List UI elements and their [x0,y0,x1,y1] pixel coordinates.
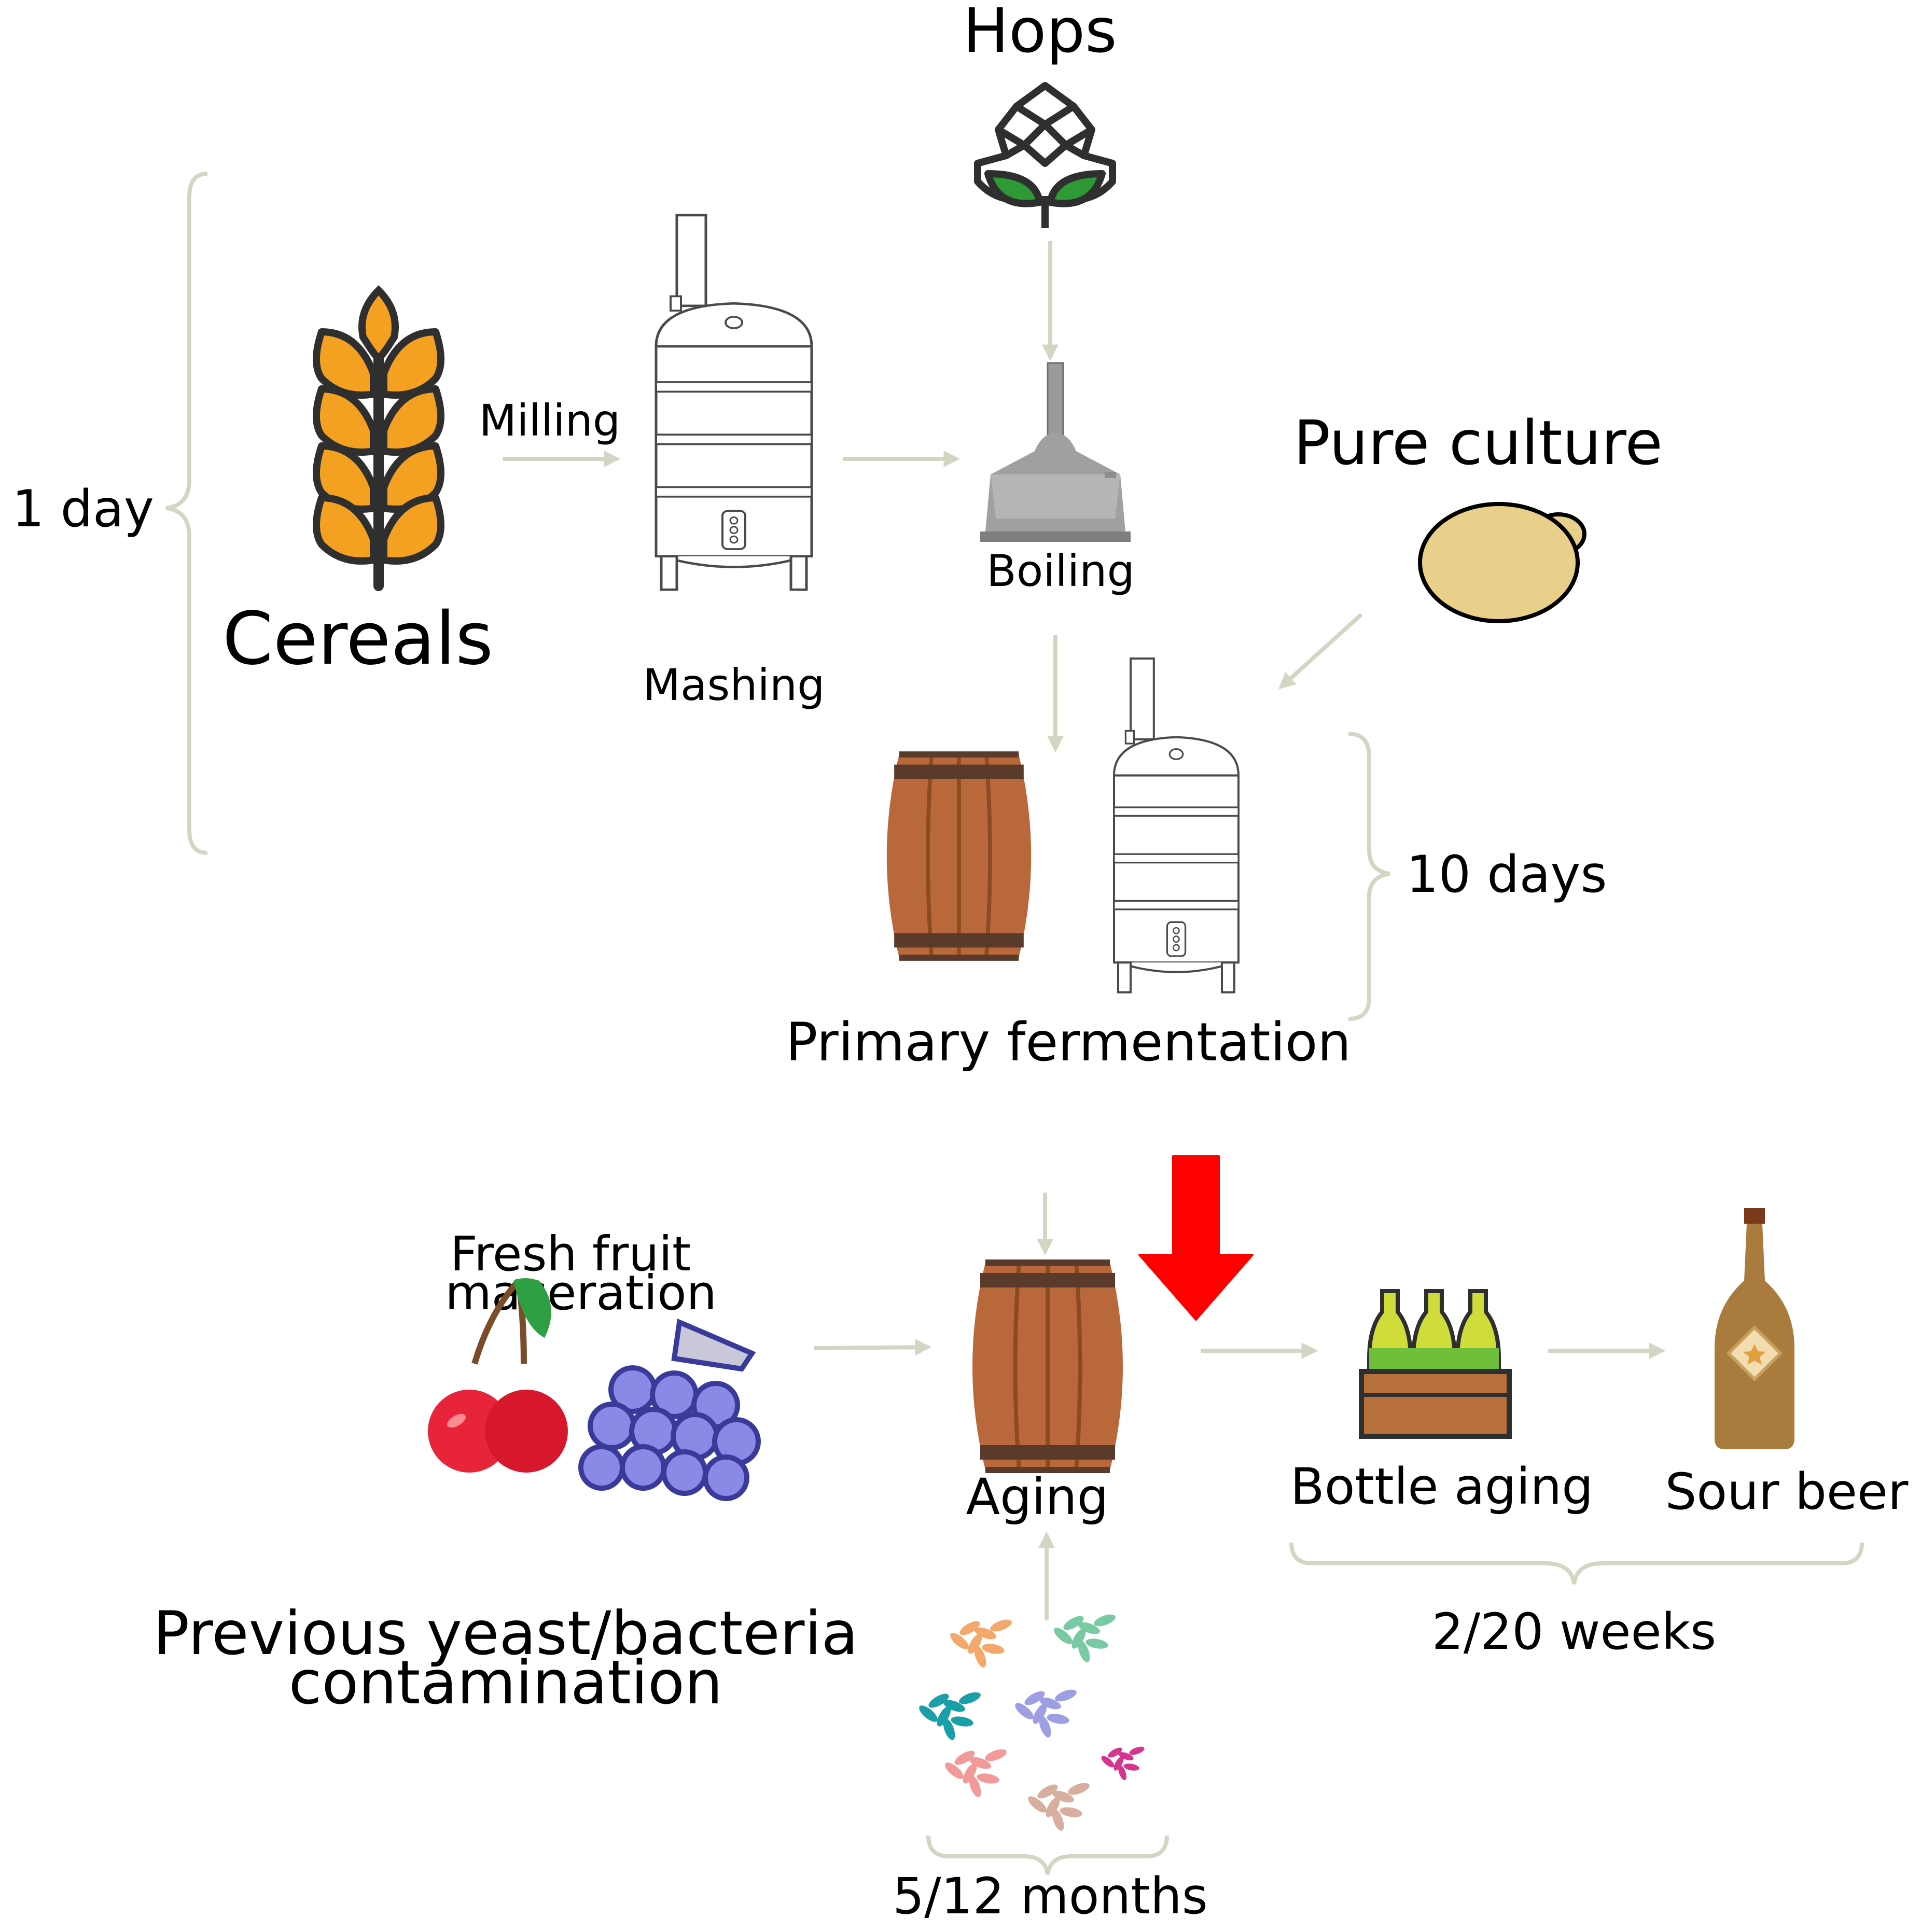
beer-crate-icon [1359,1289,1512,1439]
hop-cone-icon [974,82,1116,228]
ten-days-brace [1348,732,1390,1021]
two-twenty-weeks-brace [1289,1542,1864,1585]
primary-fermentation-label: Primary fermentation [786,1012,1351,1073]
red-down-arrow [1138,1155,1254,1321]
grapes-icon [578,1318,761,1501]
boiling-label: Boiling [986,545,1135,596]
fresh-fruit-label-line2: maceration [445,1265,717,1321]
hops-label: Hops [963,0,1117,66]
milling-label: Milling [479,395,620,446]
one-day-brace [165,172,208,855]
aging-label: Aging [966,1468,1108,1526]
brew-kettle-icon [980,362,1131,542]
bottle-aging-label: Bottle aging [1290,1458,1593,1516]
yeast-cell-icon [1418,502,1586,623]
microbe-cluster-icon [916,1612,1146,1832]
sour-beer-label: Sour beer [1665,1463,1909,1521]
microbe-green [1051,1612,1117,1664]
arrow-culture-to-fermentation [1278,613,1363,690]
cereals-label: Cereals [222,597,493,681]
ten-days-label: 10 days [1406,845,1607,904]
pure-culture-label: Pure culture [1293,407,1663,479]
microbe-taupe [1025,1781,1091,1832]
fresh-fruit-label-line1: Fresh fruit [450,1226,691,1282]
five-twelve-months-label: 5/12 months [893,1867,1208,1925]
previous-contamination-label-line1: Previous yeast/bacteria [153,1599,858,1669]
beer-bottle-icon [1715,1208,1794,1449]
microbe-magenta [1099,1745,1146,1782]
wooden-barrel-icon [887,754,1031,958]
fermentation-tank-icon [1114,659,1238,992]
wheat-icon [313,285,444,591]
microbe-lavender [1012,1687,1078,1739]
mash-tun-icon [656,215,812,590]
microbe-orange [948,1617,1013,1669]
five-twelve-months-brace [926,1835,1169,1875]
cherries-icon [428,1278,568,1473]
aging-barrel-icon [972,1263,1123,1470]
arrow-fruit-to-aging [814,1339,932,1356]
previous-contamination-label-line2: contamination [289,1648,723,1718]
microbe-salmon [942,1747,1008,1799]
microbe-teal [916,1690,982,1742]
one-day-label: 1 day [12,480,154,539]
mashing-label: Mashing [643,660,825,710]
two-twenty-weeks-label: 2/20 weeks [1432,1603,1716,1661]
